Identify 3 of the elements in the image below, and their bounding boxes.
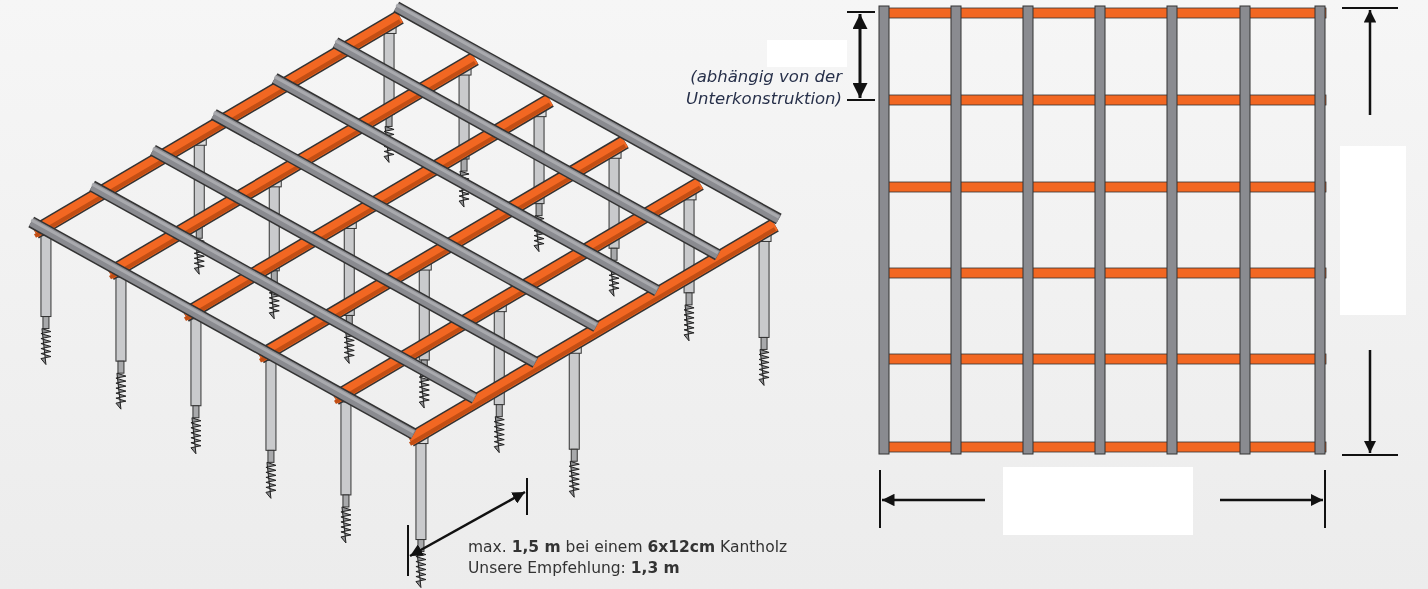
dimension-note: (abhängig von der Unterkonstruktion) [685,66,842,110]
spacing-note: max. 1,5 m bei einem 6x12cm Kantholz [468,537,789,557]
recommendation-note: Unsere Empfehlung: 1,3 m [468,558,681,578]
